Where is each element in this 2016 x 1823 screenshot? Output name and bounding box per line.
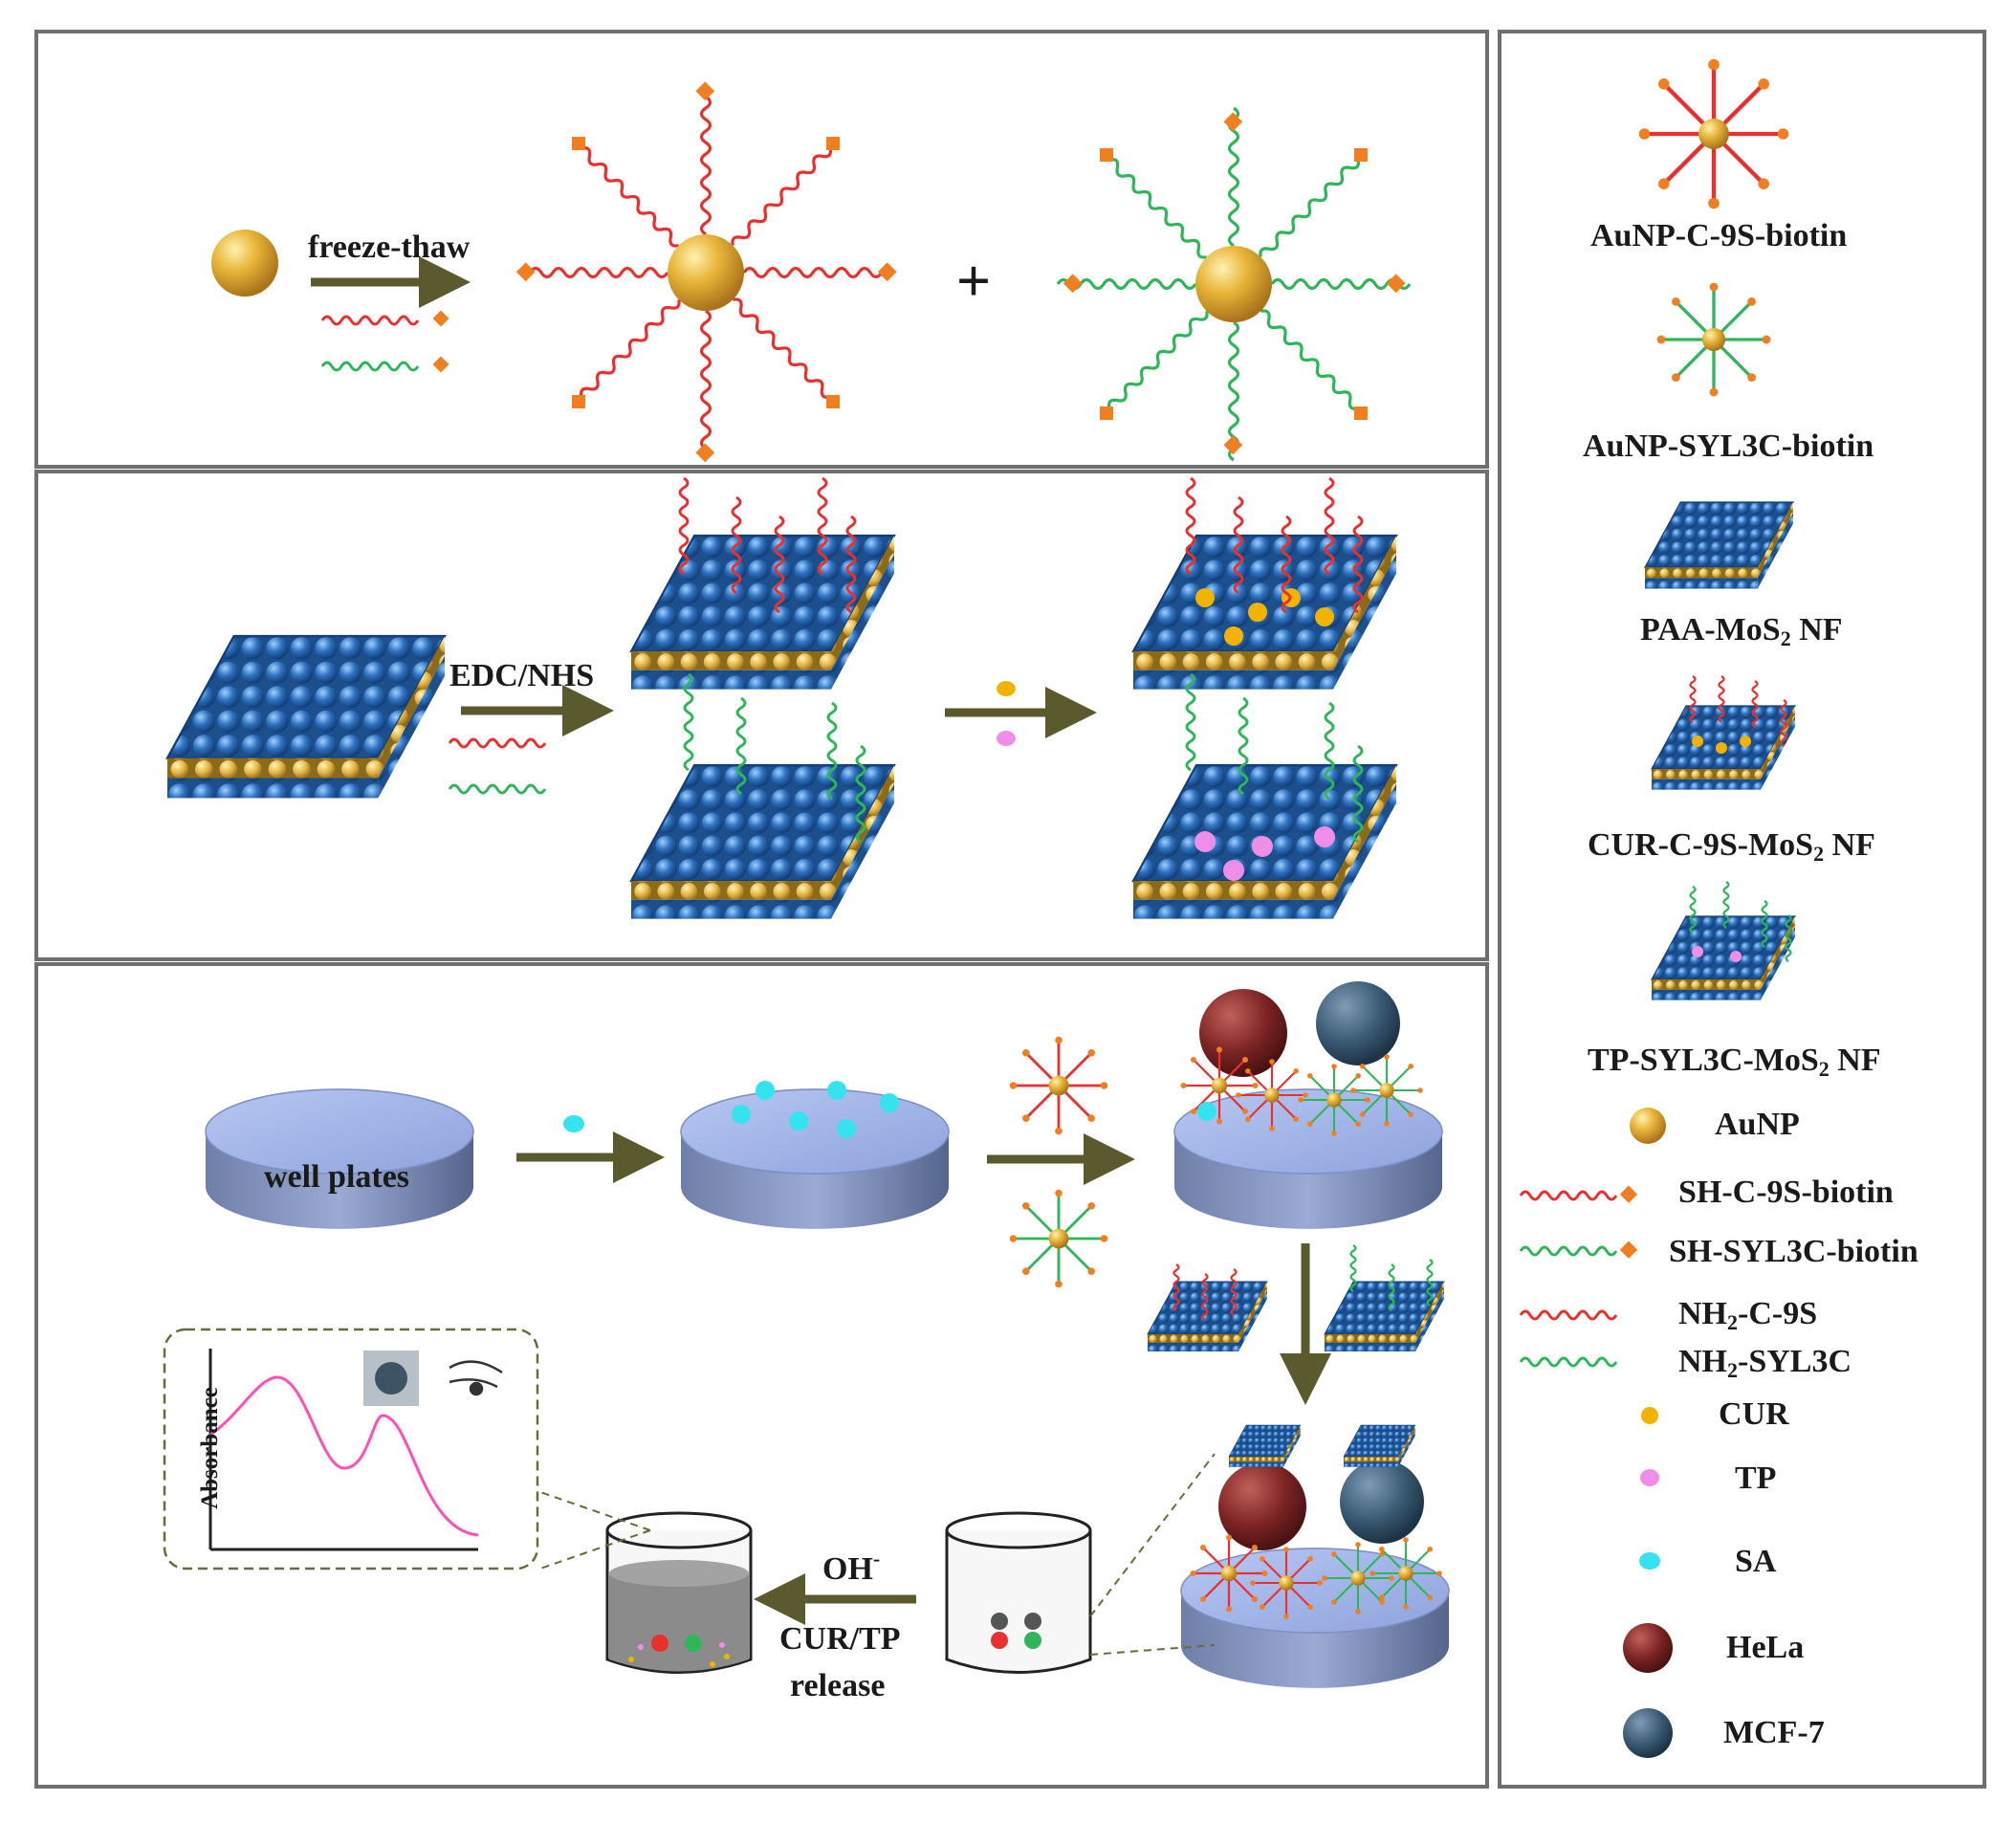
nh2-c9s-strand-input (448, 737, 547, 749)
legend-tp-icon (1640, 1469, 1659, 1486)
sandwich-complex-disk (1180, 1424, 1450, 1689)
aunp-c9s-biotin-conjugate (515, 81, 897, 463)
cell-capture-disk (1173, 981, 1443, 1230)
zoom-lines (539, 1453, 1216, 1656)
legend-sh-syl3c-biotin-icon (1519, 1241, 1638, 1259)
panel-2-mos2-functionalization (165, 476, 1398, 920)
legend-sa-icon (1639, 1552, 1660, 1570)
legend-cur-icon (1641, 1407, 1658, 1424)
legend-paa-mos2-icon (1644, 501, 1794, 590)
legend-label-nh2-c9s: NH2-C-9S (1678, 1296, 1818, 1334)
legend-label-nh2-syl3c: NH2-SYL3C (1678, 1344, 1852, 1382)
panel-1-aunp-assembly: + (211, 81, 1412, 463)
panel-frames (34, 30, 1986, 1789)
release-label: release (790, 1668, 886, 1703)
oh-text: OH (822, 1551, 873, 1587)
aunp-syl3c-biotin-conjugate (1056, 106, 1412, 462)
paa-mos2-sheet (165, 634, 447, 800)
syl3c-mos2-sheet (629, 672, 896, 920)
beaker-after-release (605, 1511, 753, 1674)
tp-syl3c-mos2-sheet (1131, 672, 1398, 920)
oh-charge: - (872, 1547, 881, 1570)
legend-cur-c9s-mos2-icon (1651, 674, 1796, 791)
green-star-probe (1008, 1188, 1109, 1289)
beaker-before-release (945, 1511, 1092, 1674)
legend-label-tp-syl3c-mos2: TP-SYL3C-MoS2 NF (1588, 1043, 1881, 1081)
legend-sh-c9s-biotin-icon (1519, 1185, 1638, 1203)
legend-label-sa: SA (1735, 1544, 1777, 1579)
well-plates-label: well plates (264, 1159, 410, 1195)
plus-sign: + (956, 247, 991, 315)
panel-3-detection (163, 981, 1450, 1689)
cur-tp-label: CUR/TP (779, 1621, 901, 1657)
legend-label-cur: CUR (1719, 1396, 1789, 1432)
legend-tp-syl3c-mos2-icon (1651, 880, 1796, 1001)
legend-aunp-icon (1630, 1108, 1666, 1144)
freeze-thaw-label: freeze-thaw (308, 230, 471, 265)
legend-label-cur-c9s-mos2: CUR-C-9S-MoS2 NF (1588, 827, 1875, 866)
legend-panel (1519, 59, 1796, 1758)
green-strand-input (320, 356, 449, 373)
legend-nh2-syl3c-icon (1519, 1356, 1618, 1368)
eye-icon (449, 1360, 503, 1396)
legend-label-mcf7: MCF-7 (1723, 1715, 1825, 1750)
legend-label-tp: TP (1735, 1461, 1777, 1496)
absorbance-inset (163, 1328, 539, 1570)
red-strand-input (320, 310, 449, 327)
cur-molecule-icon (997, 681, 1016, 696)
sa-icon (563, 1115, 584, 1132)
tp-molecule-icon (997, 731, 1016, 746)
absorbance-spectrum (209, 1375, 479, 1537)
legend-label-aunp: AuNP (1715, 1107, 1800, 1142)
edc-nhs-label: EDC/NHS (449, 658, 595, 693)
legend-hela-icon (1623, 1623, 1673, 1673)
c9s-mos2-sheet (629, 476, 896, 691)
red-star-probe (1008, 1035, 1109, 1136)
legend-label-paa-mos2: PAA-MoS2 NF (1640, 612, 1843, 650)
nh2-syl3c-strand-input (448, 783, 547, 795)
cur-c9s-mos2-sheet (1131, 476, 1398, 691)
absorbance-axis-label: Absorbance (197, 1387, 223, 1509)
legend-mcf7-icon (1623, 1708, 1673, 1758)
legend-label-hela: HeLa (1726, 1630, 1805, 1665)
sa-coated-disk (680, 1081, 950, 1230)
legend-aunp-c9s-biotin-icon (1639, 59, 1789, 209)
bare-aunp (211, 230, 278, 297)
legend-aunp-syl3c-biotin-icon (1654, 280, 1773, 399)
legend-label-aunp-c9s-biotin: AuNP-C-9S-biotin (1590, 218, 1848, 253)
legend-nh2-c9s-icon (1519, 1309, 1618, 1321)
mos2-probes-small (1147, 1243, 1445, 1352)
legend-label-sh-syl3c-biotin: SH-SYL3C-biotin (1669, 1234, 1918, 1269)
oh-label: OH- (822, 1547, 880, 1588)
legend-label-sh-c9s-biotin: SH-C-9S-biotin (1678, 1175, 1894, 1210)
legend-label-aunp-syl3c-biotin: AuNP-SYL3C-biotin (1583, 428, 1874, 464)
